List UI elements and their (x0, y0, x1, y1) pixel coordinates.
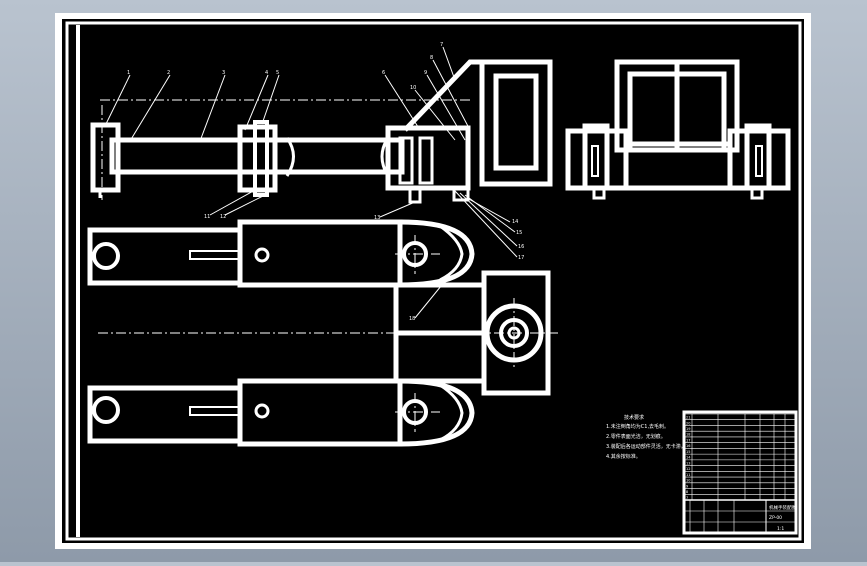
balloon-3: 3 (222, 70, 225, 76)
balloon-11: 11 (204, 214, 210, 220)
balloon-1: 1 (127, 70, 130, 76)
balloon-12: 12 (220, 214, 226, 220)
note-line-1: 1.未注倒角均为C1,去毛刺。 (606, 423, 669, 430)
drawing-scale: 1:1 (777, 526, 784, 532)
drawing-name: 机械手装配图 (769, 504, 796, 511)
bom-item-number: 12 (686, 467, 690, 471)
bom-grid (684, 413, 796, 500)
note-line-4: 4.其余按标准。 (606, 453, 641, 460)
technical-notes: 技术要求 1.未注倒角均为C1,去毛刺。 2.零件表面光洁，无划痕。 3.装配后… (606, 414, 686, 460)
bom-item-number: 9 (686, 484, 688, 488)
drawing-frame (65, 21, 802, 541)
balloon-14: 14 (512, 219, 518, 225)
notes-title: 技术要求 (624, 414, 644, 421)
balloon-17: 17 (518, 255, 524, 261)
balloon-7: 7 (440, 42, 443, 48)
bom-item-number: 7 (686, 496, 688, 500)
bom-item-number: 13 (686, 461, 690, 465)
balloon-6: 6 (382, 70, 385, 76)
balloon-labels: 1 2 3 4 5 6 7 8 9 10 11 12 13 14 15 16 1… (127, 42, 524, 322)
bom-item-number: 20 (686, 421, 690, 425)
leader-lines (104, 46, 518, 319)
balloon-9: 9 (424, 70, 427, 76)
center-lines (98, 99, 560, 432)
bom-item-number: 16 (686, 444, 690, 448)
balloon-5: 5 (276, 70, 279, 76)
bom-item-number: 11 (686, 473, 690, 477)
balloon-10: 10 (410, 85, 416, 91)
drawing-number: ZP-00 (769, 515, 782, 521)
note-line-3: 3.装配后各运动部件灵活，无卡滞。 (606, 443, 686, 450)
bom-item-number: 10 (686, 479, 690, 483)
side-view (565, 59, 791, 200)
balloon-15: 15 (516, 230, 522, 236)
balloon-18: 18 (409, 316, 415, 322)
front-view (90, 59, 553, 204)
bom-item-number: 18 (686, 433, 690, 437)
balloon-2: 2 (167, 70, 170, 76)
balloon-4: 4 (265, 70, 268, 76)
note-line-2: 2.零件表面光洁，无划痕。 (606, 433, 666, 440)
bom-item-number: 21 (686, 416, 690, 420)
title-block: 机械手装配图 ZP-00 1:1 21201918171615141312111… (682, 410, 798, 535)
balloon-8: 8 (430, 55, 433, 61)
bom-item-number: 14 (686, 456, 691, 460)
balloon-16: 16 (518, 244, 524, 250)
bom-item-number: 19 (686, 427, 690, 431)
bom-item-number: 15 (686, 450, 690, 454)
bom-item-number: 17 (686, 438, 690, 442)
bom-item-number: 8 (686, 490, 688, 494)
balloon-13: 13 (374, 215, 380, 221)
